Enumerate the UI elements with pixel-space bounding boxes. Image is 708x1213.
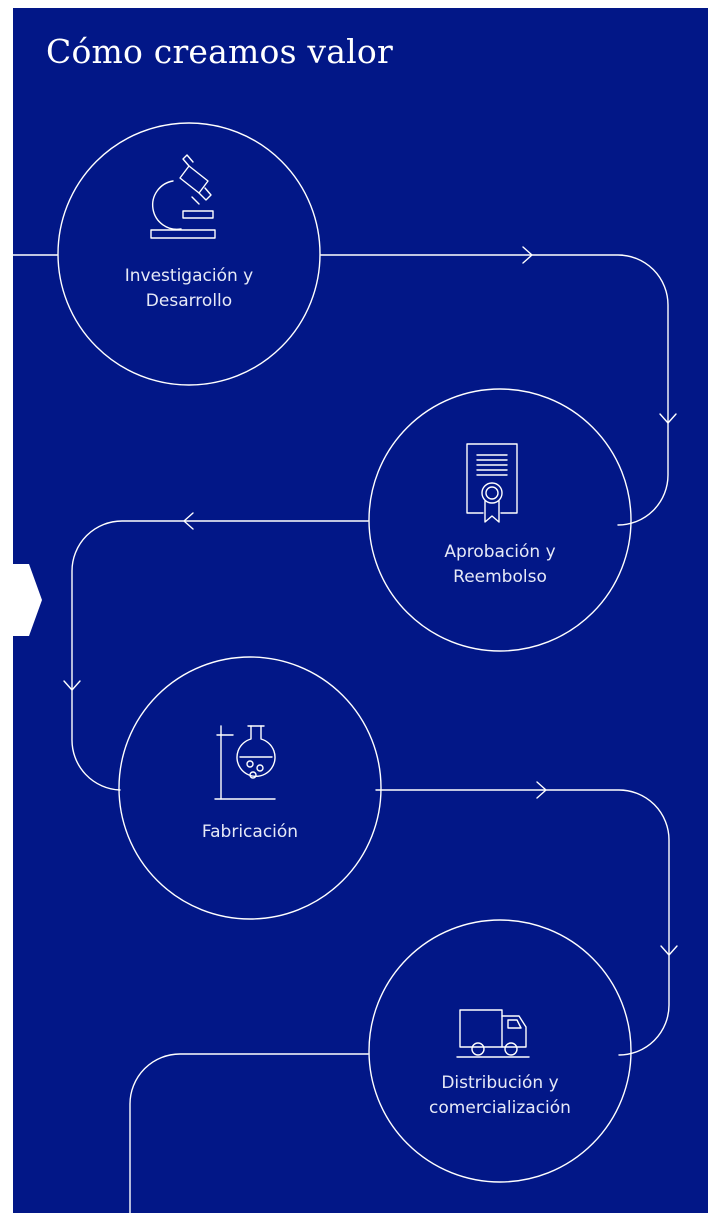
connector-line <box>71 520 369 791</box>
arrow-left-icon <box>183 512 194 530</box>
step-label: Aprobación y Reembolso <box>444 542 556 587</box>
certificate-icon <box>466 443 518 523</box>
microscope-icon <box>150 154 216 239</box>
step-circle <box>118 656 382 920</box>
step-circle <box>368 388 632 652</box>
value-chain-diagram <box>13 122 678 1213</box>
side-indicator-tab <box>13 564 42 636</box>
step-label: Fabricación <box>201 822 299 842</box>
step-circle <box>57 122 321 386</box>
step-circle <box>368 919 632 1183</box>
delivery-truck-icon <box>456 1009 530 1058</box>
connector-line <box>13 254 669 526</box>
arrow-down-icon <box>660 945 678 956</box>
step-label: Distribución y comercialización <box>429 1073 571 1118</box>
page-title: Cómo creamos valor <box>46 32 393 71</box>
arrow-down-icon <box>63 680 81 691</box>
lab-flask-icon <box>214 725 276 800</box>
arrow-down-icon <box>659 413 677 424</box>
arrow-right-icon <box>536 781 547 799</box>
connector-line <box>129 1053 369 1213</box>
value-chain-panel: Cómo creamos valor <box>13 8 708 1213</box>
step-label: Investigación y Desarrollo <box>124 266 254 311</box>
arrow-right-icon <box>522 246 533 264</box>
connector-line <box>375 789 670 1056</box>
